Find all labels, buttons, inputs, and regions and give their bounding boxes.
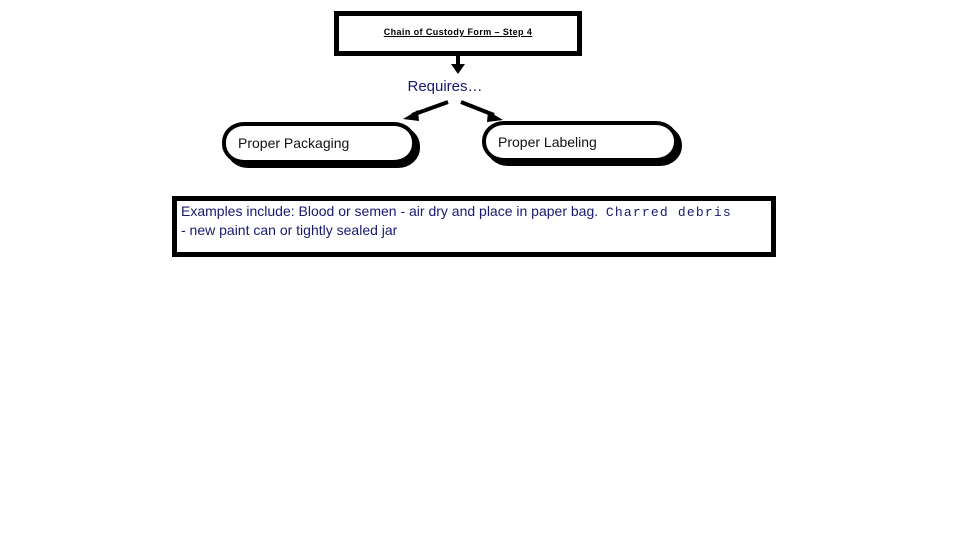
page-title: Chain of Custody Form – Step 4 — [383, 27, 533, 37]
arrow-down-right-icon — [460, 100, 503, 122]
node-proper-packaging[interactable]: Proper Packaging — [222, 122, 416, 164]
examples-line-1-mono: Charred debris — [605, 205, 732, 220]
examples-box — [172, 196, 776, 257]
examples-line-1: Examples include: Blood or semen - air d… — [181, 201, 941, 223]
node-proper-labeling-label: Proper Labeling — [498, 133, 597, 150]
examples-line-2: - new paint can or tightly sealed jar — [181, 222, 398, 238]
node-proper-packaging-label: Proper Packaging — [238, 135, 350, 151]
node-proper-labeling[interactable]: Proper Labeling — [482, 121, 678, 162]
title-box: Chain of Custody Form – Step 4 — [334, 11, 582, 56]
arrow-down-icon — [451, 56, 465, 74]
arrow-down-left-icon — [403, 100, 449, 121]
connector-label-requires: Requires… — [407, 78, 483, 95]
examples-line-1-sans: Examples include: Blood or semen - air d… — [181, 203, 599, 219]
